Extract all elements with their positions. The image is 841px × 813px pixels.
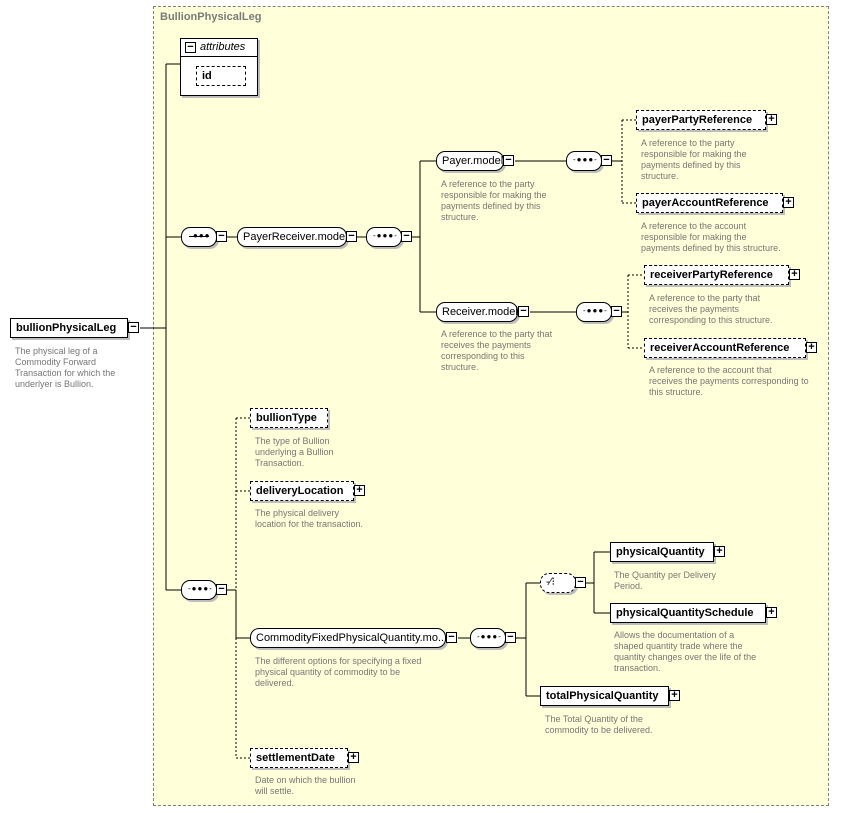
root-doc: The physical leg of a Commodity Forward … — [15, 346, 116, 389]
receiver-account-reference-expand[interactable]: + — [806, 342, 817, 353]
sequence-top-collapse[interactable]: − — [216, 231, 227, 242]
sequence-icon: -●●●- — [583, 306, 608, 315]
attribute-id[interactable]: id — [196, 66, 246, 86]
physical-quantity-doc: The Quantity per Delivery Period. — [614, 570, 717, 591]
sequence-bottom-collapse[interactable]: − — [216, 584, 227, 595]
payer-account-reference-expand[interactable]: + — [783, 197, 794, 208]
attributes-collapse-button[interactable]: − — [185, 42, 196, 53]
payer-receiver-model[interactable]: PayerReceiver.model — [237, 227, 348, 247]
choice-collapse[interactable]: − — [575, 577, 586, 588]
receiver-model-collapse[interactable]: − — [518, 306, 529, 317]
payer-account-reference-doc: A reference to the account responsible f… — [641, 221, 781, 253]
payer-model-collapse[interactable]: − — [503, 155, 514, 166]
delivery-location-expand[interactable]: + — [354, 485, 365, 496]
attributes-label: attributes — [200, 41, 246, 53]
group-title: BullionPhysicalLeg — [160, 11, 262, 23]
receiver-account-reference[interactable]: receiverAccountReference — [644, 338, 806, 358]
total-physical-quantity[interactable]: totalPhysicalQuantity — [540, 686, 669, 706]
total-physical-quantity-expand[interactable]: + — [669, 690, 680, 701]
physical-quantity-schedule-expand[interactable]: + — [766, 607, 777, 618]
sequence-icon: -●●●- — [573, 155, 598, 164]
sequence-payer-receiver-collapse[interactable]: − — [401, 231, 412, 242]
payer-model[interactable]: Payer.model — [436, 151, 504, 171]
receiver-party-reference[interactable]: receiverPartyReference — [644, 265, 789, 285]
receiver-model[interactable]: Receiver.model — [436, 302, 518, 322]
sequence-commodity-collapse[interactable]: − — [505, 632, 516, 643]
settlement-date-expand[interactable]: + — [348, 752, 359, 763]
sequence-receiver-collapse[interactable]: − — [611, 306, 622, 317]
settlement-date[interactable]: settlementDate — [250, 748, 348, 768]
bullion-physical-leg-group — [153, 6, 829, 806]
attributes-separator — [181, 56, 257, 57]
commodity-fixed-physical-quantity-model-collapse[interactable]: − — [446, 632, 457, 643]
sequence-payer-collapse[interactable]: − — [601, 155, 612, 166]
delivery-location[interactable]: deliveryLocation — [250, 481, 354, 501]
receiver-model-doc: A reference to the party that receives t… — [441, 329, 553, 372]
sequence-dots: ●●● — [193, 231, 211, 240]
commodity-fixed-physical-quantity-model[interactable]: CommodityFixedPhysicalQuantity.mo... — [250, 628, 447, 648]
payer-party-reference-doc: A reference to the party responsible for… — [641, 138, 747, 181]
payer-receiver-model-collapse[interactable]: − — [346, 231, 357, 242]
physical-quantity-schedule-doc: Allows the documentation of a shaped qua… — [614, 630, 757, 673]
root-element[interactable]: bullionPhysicalLeg — [10, 318, 128, 338]
physical-quantity[interactable]: physicalQuantity — [610, 542, 714, 562]
physical-quantity-expand[interactable]: + — [714, 546, 725, 557]
settlement-date-doc: Date on which the bullion will settle. — [255, 775, 356, 796]
sequence-icon: -●●●- — [477, 632, 502, 641]
receiver-party-reference-doc: A reference to the party that receives t… — [649, 293, 773, 325]
sequence-icon: -●●●- — [188, 584, 213, 593]
bullion-type[interactable]: bullionType — [250, 408, 328, 428]
sequence-icon — [189, 236, 209, 238]
physical-quantity-schedule[interactable]: physicalQuantitySchedule — [610, 603, 766, 623]
total-physical-quantity-doc: The Total Quantity of the commodity to b… — [545, 714, 653, 735]
delivery-location-doc: The physical delivery location for the t… — [255, 508, 364, 529]
choice-icon: -⁄⁝ — [546, 576, 555, 588]
commodity-fixed-physical-quantity-model-doc: The different options for specifying a f… — [255, 656, 422, 688]
sequence-icon: -●●●- — [373, 231, 398, 240]
root-collapse-button[interactable]: − — [128, 322, 139, 333]
receiver-account-reference-doc: A reference to the account that receives… — [649, 365, 809, 397]
payer-model-doc: A reference to the party responsible for… — [441, 179, 547, 222]
payer-party-reference[interactable]: payerPartyReference — [636, 110, 766, 130]
payer-party-reference-expand[interactable]: + — [766, 114, 777, 125]
bullion-type-doc: The type of Bullion underlying a Bullion… — [255, 436, 334, 468]
payer-account-reference[interactable]: payerAccountReference — [636, 193, 783, 213]
receiver-party-reference-expand[interactable]: + — [789, 269, 800, 280]
